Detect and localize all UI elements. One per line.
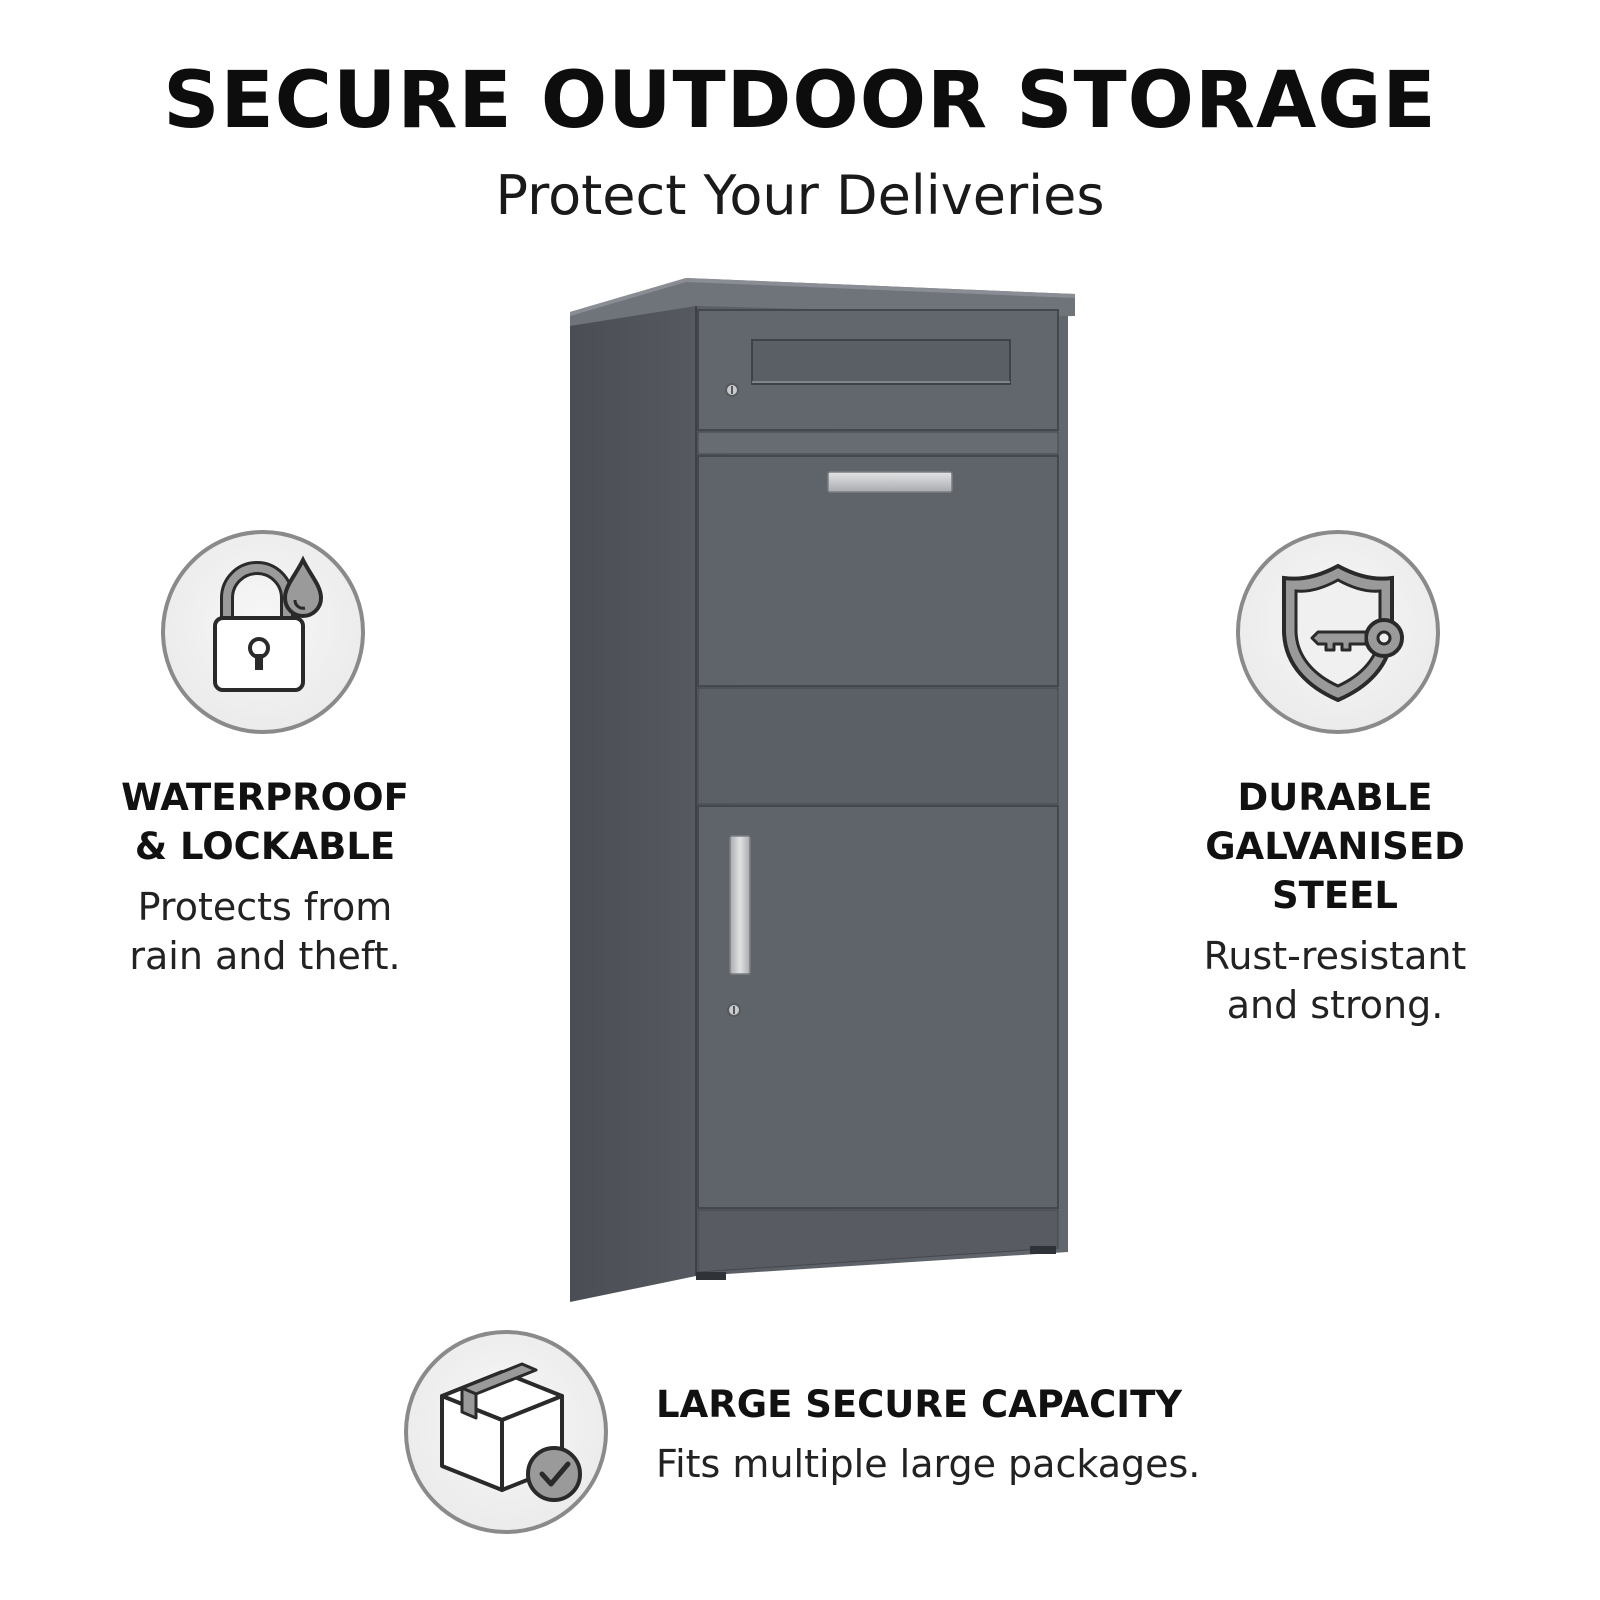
parcel-flap-handle	[827, 471, 953, 493]
galvanised-feature-title: DURABLE GALVANISED STEEL	[1205, 776, 1465, 917]
padlock-water-drop-icon	[213, 555, 324, 692]
page-title: SECURE OUTDOOR STORAGE	[163, 56, 1437, 146]
large-capacity-badge	[404, 1330, 608, 1534]
parcel-flap	[697, 455, 1059, 687]
parcel-box-illustration	[570, 278, 1075, 1302]
lower-door	[697, 805, 1059, 1209]
waterproof-feature-title: WATERPROOF & LOCKABLE	[121, 776, 409, 868]
shield-key-icon	[1282, 563, 1404, 703]
galvanised-steel-badge	[1236, 530, 1440, 734]
cabinet-side	[570, 306, 696, 1302]
waterproof-feature-description: Protects from rain and theft.	[129, 885, 401, 978]
galvanised-feature-description: Rust-resistant and strong.	[1203, 934, 1467, 1027]
capacity-feature-title: LARGE SECURE CAPACITY	[656, 1383, 1183, 1426]
package-check-icon	[440, 1362, 582, 1502]
letter-slot	[751, 339, 1011, 385]
page-subtitle: Protect Your Deliveries	[495, 164, 1105, 227]
waterproof-lockable-badge	[161, 530, 365, 734]
capacity-feature-description: Fits multiple large packages.	[656, 1442, 1201, 1486]
door-handle	[729, 835, 751, 975]
parcel-box-image	[570, 276, 1090, 1316]
